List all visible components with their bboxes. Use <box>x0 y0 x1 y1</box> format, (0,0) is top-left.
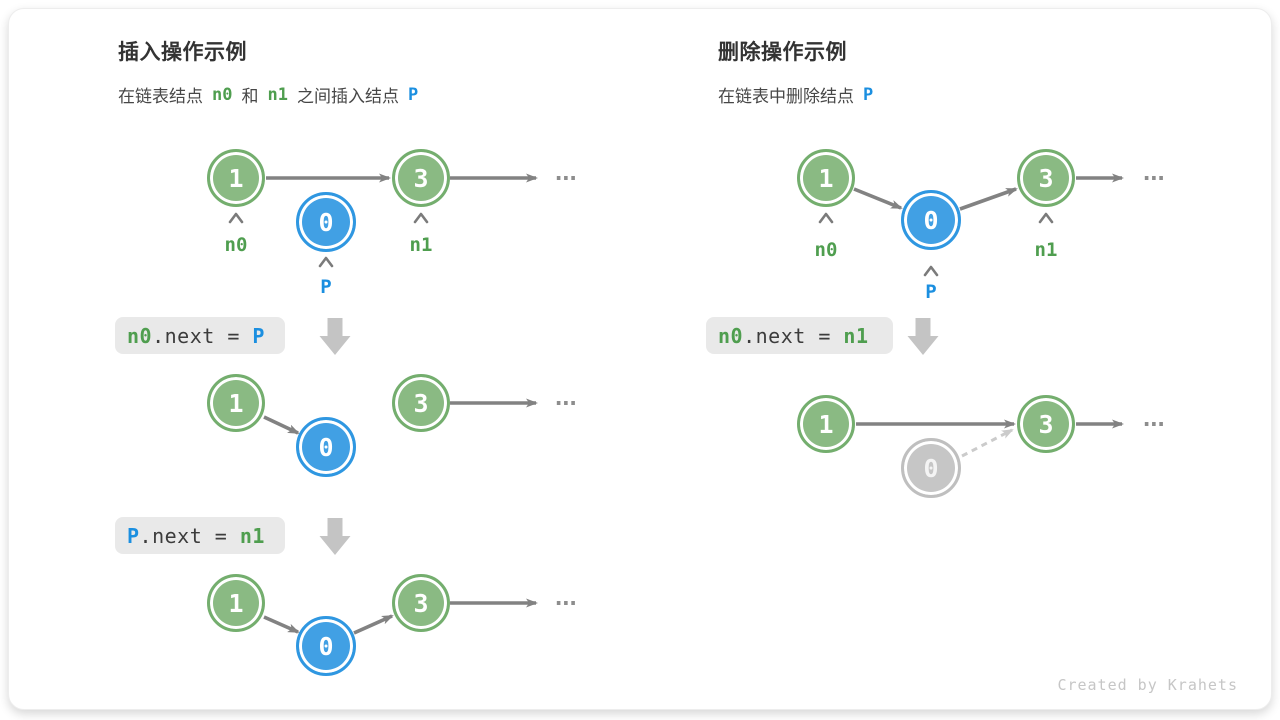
insert-s2-node-3: 3 <box>392 374 450 432</box>
diagram-card <box>8 8 1272 710</box>
delete-s2-node-3: 3 <box>1017 395 1075 453</box>
pointer-label-p: P <box>925 281 937 303</box>
pointer-label-n1: n1 <box>409 234 433 256</box>
subtitle-token-p: P <box>407 84 419 105</box>
delete-panel-title: 删除操作示例 <box>718 41 847 64</box>
insert-s1-node-3: 3 <box>392 149 450 207</box>
code-box-n0-next-p: n0.next = P <box>115 317 285 354</box>
pointer-label-n0: n0 <box>224 234 248 256</box>
insert-s1-node-1: 1 <box>207 149 265 207</box>
code-rhs: n1 <box>239 523 265 548</box>
subtitle-token-n1: n1 <box>267 84 288 105</box>
code-box-p-next-n1: P.next = n1 <box>115 517 285 554</box>
pointer-label-p: P <box>320 276 332 298</box>
list-continuation-dots: ... <box>552 586 580 611</box>
insert-s3-node-1: 1 <box>207 574 265 632</box>
subtitle-text: 在链表结点 <box>118 87 203 106</box>
code-op: .next = <box>743 323 844 348</box>
code-lhs: P <box>127 523 140 548</box>
insert-s3-node-3: 3 <box>392 574 450 632</box>
list-continuation-dots: ... <box>1140 161 1168 186</box>
insert-panel-subtitle: 在链表结点 n0 和 n1 之间插入结点 P <box>118 82 418 107</box>
insert-panel-title: 插入操作示例 <box>118 41 247 64</box>
pointer-label-n1: n1 <box>1034 239 1058 261</box>
delete-s1-node-p: 0 <box>901 190 961 250</box>
insert-s2-node-p: 0 <box>296 417 356 477</box>
list-continuation-dots: ... <box>1140 407 1168 432</box>
subtitle-token-p: P <box>863 84 874 105</box>
delete-s2-node-p-removed: 0 <box>901 438 961 498</box>
subtitle-text: 之间插入结点 <box>296 87 399 106</box>
code-lhs: n0 <box>718 323 744 348</box>
code-rhs: P <box>252 323 265 348</box>
list-continuation-dots: ... <box>552 161 580 186</box>
insert-s2-node-1: 1 <box>207 374 265 432</box>
delete-panel-subtitle: 在链表中删除结点 P <box>718 82 873 107</box>
subtitle-text: 和 <box>241 87 259 106</box>
code-box-n0-next-n1: n0.next = n1 <box>706 317 893 354</box>
code-lhs: n0 <box>127 323 153 348</box>
delete-s1-node-3: 3 <box>1017 149 1075 207</box>
subtitle-token-n0: n0 <box>212 84 233 105</box>
code-op: .next = <box>139 523 240 548</box>
insert-s3-node-p: 0 <box>296 616 356 676</box>
code-op: .next = <box>152 323 253 348</box>
credit-watermark: Created by Krahets <box>1057 676 1238 694</box>
list-continuation-dots: ... <box>552 386 580 411</box>
delete-s1-node-1: 1 <box>797 149 855 207</box>
subtitle-text: 在链表中删除结点 <box>718 87 854 106</box>
code-rhs: n1 <box>843 323 869 348</box>
pointer-label-n0: n0 <box>814 239 838 261</box>
insert-s1-node-p: 0 <box>296 192 356 252</box>
delete-s2-node-1: 1 <box>797 395 855 453</box>
